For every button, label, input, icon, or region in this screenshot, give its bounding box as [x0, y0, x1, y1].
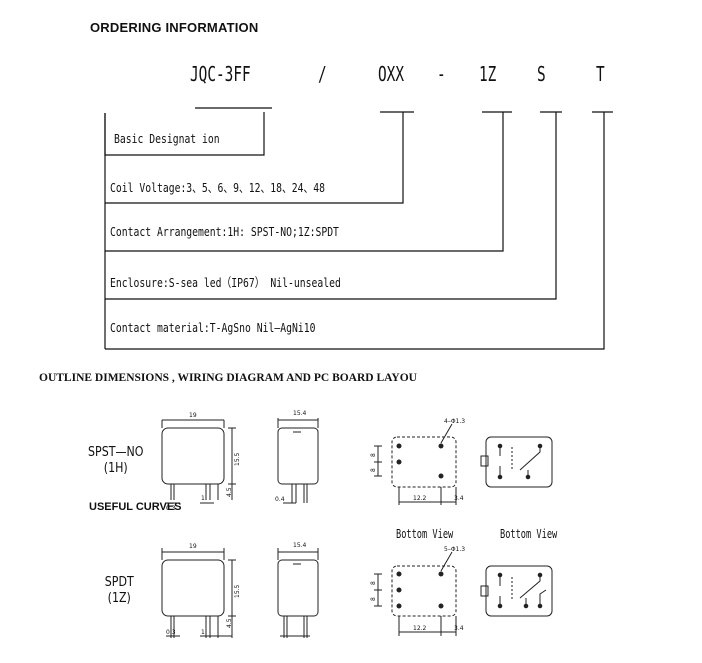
dim-8-a: 8 [370, 453, 377, 457]
code-part-enclosure: S [537, 62, 546, 86]
spst-no-label: SPST—NO (1H) [86, 445, 146, 477]
dim-4-phi-spst: 4–Φ1.3 [444, 418, 465, 425]
dim-15-5-spst: 15.5 [234, 452, 241, 466]
option-contact-material: Contact material:T-AgSno Nil—AgNi10 [110, 320, 316, 335]
spdt-text: SPDT [104, 575, 134, 590]
spdt-wiring-diagram [480, 565, 553, 617]
option-coil-voltage: Coil Voltage:3、5、6、9、12、18、24、48 [110, 180, 326, 195]
option-basic-designation: Basic Designat ion [114, 131, 220, 146]
spst-wiring-diagram [480, 436, 553, 488]
dim-0-3-spst: 0.3 [166, 505, 176, 512]
dim-8-c: 8 [370, 581, 377, 585]
code-part-material: T [596, 62, 605, 86]
dim-1-spst: 1 [201, 495, 205, 502]
dim-1-spdt: 1 [201, 629, 205, 636]
dim-4-5-spst: 4.5 [226, 487, 233, 497]
spdt-code: (1Z) [107, 591, 131, 606]
bottom-view-label-1: Bottom View [396, 527, 454, 541]
dim-12-2-spst: 12.2 [413, 495, 427, 502]
dim-15-4-spdt: 15.4 [293, 542, 307, 549]
spst-no-code: (1H) [103, 461, 128, 476]
dim-8-b: 8 [370, 468, 377, 472]
code-part-dash: - [437, 62, 446, 86]
dim-15-5-spdt: 15.5 [234, 584, 241, 598]
dim-0-3-spdt: 0.3 [166, 629, 176, 636]
option-contact-arrangement: Contact Arrangement:1H: SPST-NO;1Z:SPDT [110, 224, 339, 239]
bottom-view-label-2: Bottom View [500, 527, 558, 541]
dim-3-4-spdt: 3.4 [454, 625, 464, 632]
option-enclosure: Enclosure:S-sea led（IP67） Nil-unsealed [110, 275, 341, 290]
spst-no-text: SPST—NO [88, 445, 144, 460]
code-part-slash: / [318, 62, 327, 86]
dim-12-2-spdt: 12.2 [413, 625, 427, 632]
spdt-label: SPDT (1Z) [98, 575, 141, 607]
ordering-information-heading: ORDERING INFORMATION [90, 20, 259, 35]
useful-curves-heading: USEFUL CURVES [89, 501, 182, 513]
dim-0-4-spst: 0.4 [275, 496, 285, 503]
dim-5-phi-spdt: 5–Φ1.3 [444, 546, 465, 553]
dim-15-4-spst: 15.4 [293, 410, 307, 417]
outline-dimensions-heading: OUTLINE DIMENSIONS , WIRING DIAGRAM AND … [39, 372, 417, 384]
spst-side-view [277, 418, 319, 504]
spdt-side-view [277, 548, 319, 638]
dim-8-d: 8 [370, 597, 377, 601]
spst-pcb-layout [374, 423, 457, 505]
spdt-pcb-layout [374, 551, 457, 636]
dim-19-spdt: 19 [189, 543, 197, 550]
dim-4-5-spdt: 4.5 [226, 618, 233, 628]
code-part-model: JQC-3FF [190, 62, 251, 86]
dim-3-4-spst: 3.4 [454, 495, 464, 502]
spdt-front-view [161, 548, 236, 638]
spst-front-view [161, 419, 236, 504]
code-part-arrangement: 1Z [479, 62, 497, 86]
code-part-voltage: OXX [378, 62, 405, 86]
dim-19-spst: 19 [189, 412, 197, 419]
